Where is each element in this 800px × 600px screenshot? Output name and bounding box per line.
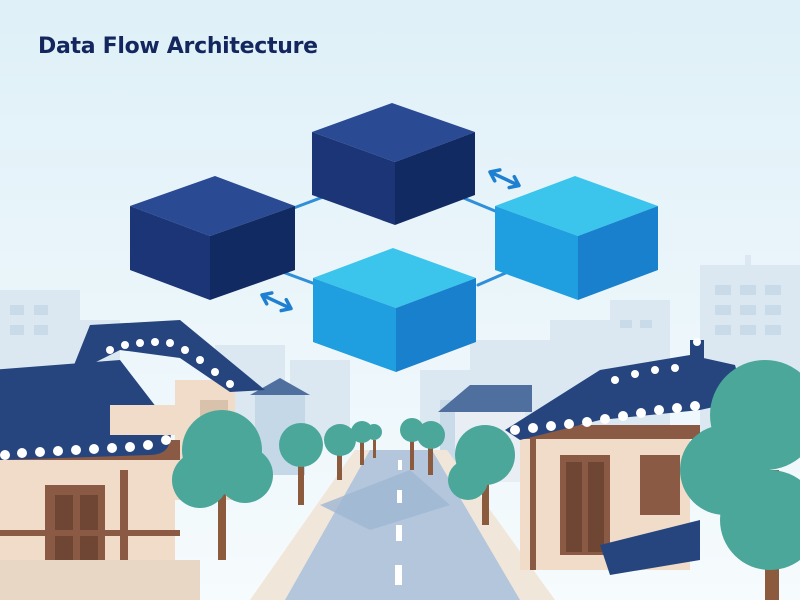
tree	[279, 423, 323, 505]
double-arrow-icon	[260, 291, 293, 313]
trees	[172, 360, 800, 600]
road-reflection	[320, 470, 450, 530]
skyline-windows	[10, 285, 781, 335]
tree	[351, 421, 382, 465]
tree	[400, 418, 445, 475]
tree	[324, 424, 356, 480]
road	[285, 450, 520, 600]
hanok-house-left	[0, 320, 265, 600]
data-block	[495, 176, 658, 300]
data-block	[312, 103, 475, 225]
tree	[172, 410, 273, 560]
page-title: Data Flow Architecture	[38, 34, 318, 59]
double-arrow-icon	[488, 168, 521, 190]
data-block	[313, 248, 476, 372]
data-blocks	[130, 103, 658, 372]
tree	[448, 425, 515, 525]
hanok-house-right	[505, 338, 745, 575]
lane-markings	[395, 460, 402, 585]
data-block	[130, 176, 295, 300]
tree	[680, 360, 800, 600]
